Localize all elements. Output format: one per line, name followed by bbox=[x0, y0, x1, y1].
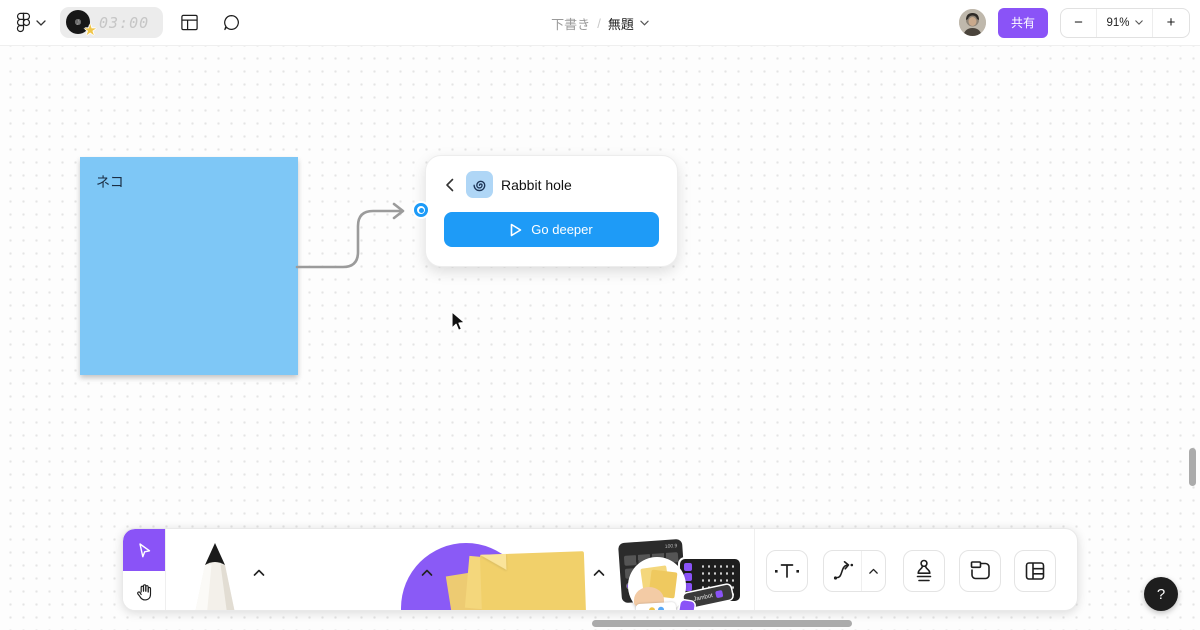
zoom-controls: − 91% + bbox=[1060, 7, 1190, 38]
sticky-options-chevron-up-icon[interactable] bbox=[591, 565, 607, 581]
bottom-toolbar: 100.9 Jambot bbox=[122, 528, 1078, 611]
toolbar-divider bbox=[165, 529, 166, 610]
text-tool-button[interactable] bbox=[766, 550, 808, 592]
hand-icon bbox=[136, 583, 151, 600]
figma-logo-icon bbox=[16, 12, 31, 32]
template-layout-icon bbox=[180, 14, 198, 31]
shape-options-chevron-up-icon[interactable] bbox=[419, 565, 435, 581]
mini-sticker-pill bbox=[635, 601, 677, 610]
zoom-in-button[interactable]: + bbox=[1166, 14, 1176, 31]
jambot-label: Jambot bbox=[692, 592, 714, 603]
horizontal-scrollbar[interactable] bbox=[592, 620, 852, 627]
marker-tool-button[interactable] bbox=[193, 543, 238, 611]
stickers-tool-button[interactable]: 100.9 Jambot bbox=[617, 537, 743, 610]
connector-options-chevron-up-icon[interactable] bbox=[862, 551, 885, 591]
breadcrumb-separator: / bbox=[597, 15, 601, 31]
chevron-down-icon bbox=[640, 20, 649, 26]
hand-tool-button[interactable] bbox=[123, 571, 165, 610]
timer-music-widget[interactable]: ♪ ★ 03:00 bbox=[60, 7, 164, 39]
top-bar: ♪ ★ 03:00 下書き / 無題 bbox=[0, 0, 1200, 46]
cursor-arrow-icon bbox=[138, 542, 150, 557]
mouse-cursor-icon bbox=[451, 311, 466, 331]
connector-line[interactable] bbox=[290, 195, 430, 285]
zoom-level-menu[interactable]: 91% bbox=[1097, 8, 1153, 37]
back-chevron-icon[interactable] bbox=[440, 176, 458, 194]
breadcrumb: 下書き / 無題 bbox=[0, 0, 1200, 46]
comment-button[interactable] bbox=[215, 7, 247, 39]
sticky-note-text: ネコ bbox=[96, 174, 124, 190]
stamp-tool-button[interactable] bbox=[903, 550, 945, 592]
stamp-icon bbox=[916, 559, 932, 582]
file-title-menu[interactable]: 無題 bbox=[608, 14, 649, 33]
comment-bubble-icon bbox=[223, 15, 239, 31]
vertical-scrollbar[interactable] bbox=[1189, 448, 1196, 486]
text-icon bbox=[775, 564, 799, 578]
radio-frequency: 100.9 bbox=[664, 543, 678, 551]
sticky-note-stack-front bbox=[479, 551, 587, 610]
connector-endpoint-handle[interactable] bbox=[414, 203, 428, 217]
user-avatar[interactable] bbox=[958, 9, 986, 36]
rabbit-hole-widget[interactable]: Rabbit hole Go deeper bbox=[425, 155, 678, 267]
chevron-down-icon bbox=[1134, 20, 1143, 25]
mini-sticker-square bbox=[678, 599, 696, 610]
help-button[interactable]: ? bbox=[1144, 577, 1178, 611]
chevron-down-icon bbox=[36, 19, 46, 26]
zoom-out-button[interactable]: − bbox=[1061, 8, 1097, 37]
select-tool-button[interactable] bbox=[123, 529, 165, 571]
marker-options-chevron-up-icon[interactable] bbox=[251, 565, 267, 581]
section-tool-button[interactable] bbox=[959, 550, 1001, 592]
star-icon: ★ bbox=[83, 22, 97, 39]
zoom-level-value: 91% bbox=[1106, 16, 1130, 29]
connector-icon bbox=[833, 561, 853, 580]
rabbit-hole-spiral-icon bbox=[466, 171, 493, 198]
table-tool-button[interactable] bbox=[1014, 550, 1056, 592]
go-deeper-label: Go deeper bbox=[531, 222, 593, 237]
templates-button[interactable] bbox=[173, 7, 205, 39]
go-deeper-button[interactable]: Go deeper bbox=[444, 212, 659, 247]
play-icon bbox=[510, 223, 522, 236]
widget-title: Rabbit hole bbox=[501, 176, 572, 193]
connector-tool-group bbox=[823, 550, 886, 592]
music-record-icon: ♪ ★ bbox=[66, 9, 97, 39]
sticky-note[interactable]: ネコ bbox=[80, 157, 298, 375]
timer-time: 03:00 bbox=[99, 13, 150, 32]
section-icon bbox=[970, 561, 990, 580]
main-menu-button[interactable] bbox=[12, 7, 50, 39]
share-button[interactable]: 共有 bbox=[997, 7, 1048, 38]
file-title: 無題 bbox=[607, 16, 634, 32]
toolbar-divider bbox=[754, 529, 755, 610]
breadcrumb-folder[interactable]: 下書き bbox=[551, 16, 591, 32]
sticky-note-tool-button[interactable] bbox=[443, 545, 588, 610]
avatar-photo bbox=[958, 9, 986, 36]
connector-tool-button[interactable] bbox=[824, 551, 862, 591]
table-icon bbox=[1025, 562, 1045, 580]
